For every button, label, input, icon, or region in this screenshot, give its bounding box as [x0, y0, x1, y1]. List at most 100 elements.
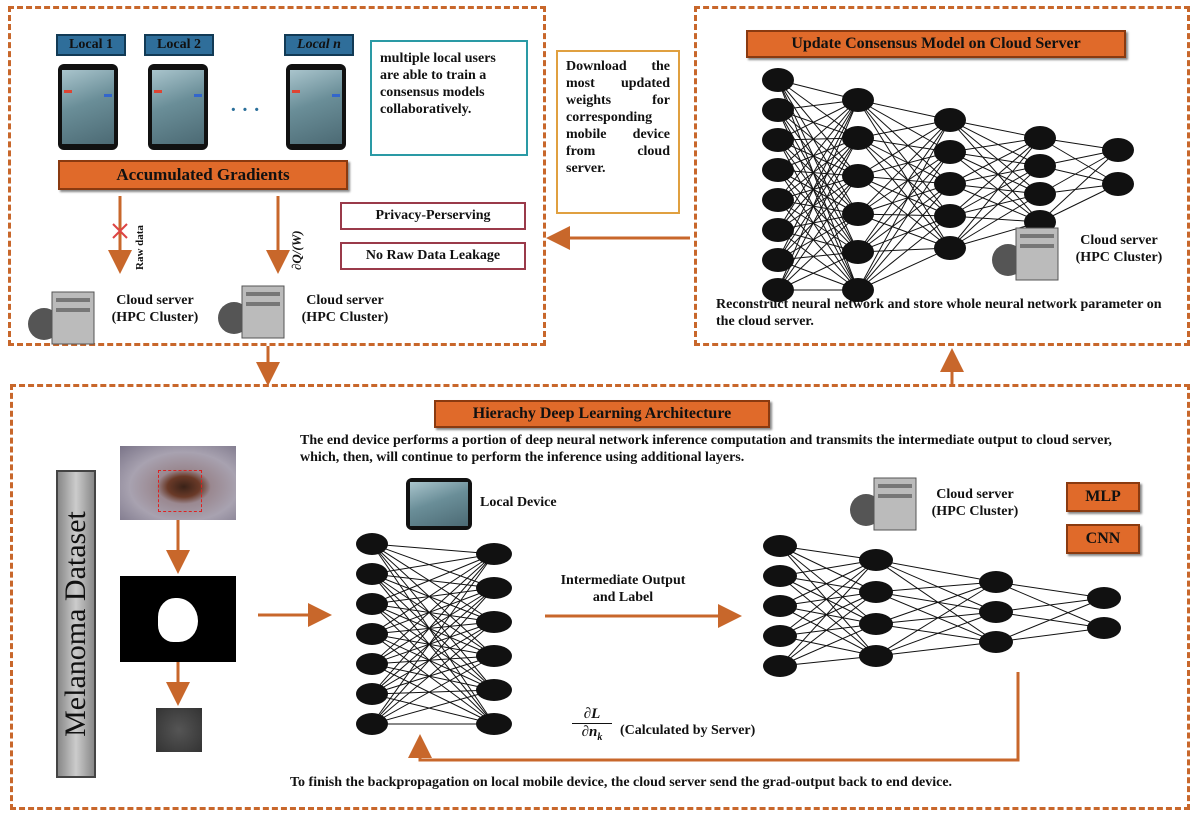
- neuron-node: [762, 218, 794, 242]
- cloud-server-label-2: Cloud server (HPC Cluster): [301, 293, 389, 325]
- gradient-fraction: ∂L ∂nk: [572, 706, 612, 743]
- backprop-arrow: [408, 672, 1020, 762]
- neuron-node: [842, 164, 874, 188]
- ellipsis: · · ·: [230, 99, 261, 121]
- neuron-node: [762, 128, 794, 152]
- neuron-node: [842, 278, 874, 302]
- collaborative-description: multiple local users are able to train a…: [370, 40, 528, 156]
- consensus-network: [762, 68, 1134, 302]
- calculated-by-server-label: (Calculated by Server): [620, 723, 756, 738]
- neuron-node: [476, 577, 512, 599]
- local-device-label: Local Device: [480, 495, 557, 510]
- neuron-node: [356, 593, 388, 615]
- neuron-node: [859, 645, 893, 667]
- neuron-node: [934, 172, 966, 196]
- top-right-panel: [694, 6, 1190, 346]
- neuron-node: [842, 126, 874, 150]
- cloud-server-label-3: Cloud server (HPC Cluster): [1075, 233, 1163, 265]
- neuron-node: [1087, 617, 1121, 639]
- local-device-icon: [406, 478, 472, 530]
- privacy-preserving-box: Privacy-Perserving: [340, 202, 526, 230]
- gradient-numerator: ∂L: [572, 706, 612, 724]
- melanoma-dataset-text: Melanoma Dataset: [59, 511, 92, 737]
- server-network: [763, 535, 1121, 677]
- neuron-node: [979, 631, 1013, 653]
- download-weights-box: Download the most updated weights for co…: [556, 50, 680, 214]
- server-icon: [218, 285, 285, 339]
- neuron-node: [356, 713, 388, 735]
- neuron-node: [762, 68, 794, 92]
- server-icon: [992, 227, 1059, 281]
- local-device-network: [356, 533, 512, 735]
- accumulated-gradients-bar: Accumulated Gradients: [58, 160, 348, 190]
- neuron-node: [762, 98, 794, 122]
- raw-data-label: Raw data: [134, 225, 146, 270]
- local-tag-1: Local 1: [56, 34, 126, 56]
- neuron-node: [356, 563, 388, 585]
- neuron-node: [762, 248, 794, 272]
- neuron-node: [1024, 182, 1056, 206]
- neuron-node: [842, 240, 874, 264]
- neuron-node: [842, 88, 874, 112]
- local-tag-n: Local n: [284, 34, 354, 56]
- segmentation-mask: [120, 576, 236, 662]
- lesion-roi-box: [158, 470, 202, 512]
- neuron-node: [979, 601, 1013, 623]
- cnn-badge: CNN: [1066, 524, 1140, 554]
- neuron-node: [979, 571, 1013, 593]
- hierarchy-description: The end device performs a portion of dee…: [300, 433, 1112, 465]
- update-consensus-title: Update Consensus Model on Cloud Server: [746, 30, 1126, 58]
- neuron-node: [842, 202, 874, 226]
- melanoma-dataset-label: Melanoma Dataset: [56, 470, 96, 778]
- neuron-node: [476, 679, 512, 701]
- hierarchy-title: Hierachy Deep Learning Architecture: [434, 400, 770, 428]
- neuron-node: [356, 533, 388, 555]
- neuron-node: [762, 158, 794, 182]
- backprop-footer: To finish the backpropagation on local m…: [290, 775, 953, 790]
- neuron-node: [476, 543, 512, 565]
- neuron-node: [1087, 587, 1121, 609]
- no-raw-data-leakage-box: No Raw Data Leakage: [340, 242, 526, 270]
- intermediate-output-label: Intermediate Output and Label: [560, 573, 686, 605]
- top-left-panel: [8, 6, 546, 346]
- neuron-node: [1102, 172, 1134, 196]
- neuron-node: [1102, 138, 1134, 162]
- neuron-node: [762, 188, 794, 212]
- neuron-node: [356, 653, 388, 675]
- neuron-node: [476, 645, 512, 667]
- mobile-device-1: [58, 64, 118, 150]
- neuron-node: [859, 549, 893, 571]
- cropped-lesion: [156, 708, 202, 752]
- neuron-node: [934, 236, 966, 260]
- neuron-node: [1024, 126, 1056, 150]
- neuron-node: [934, 140, 966, 164]
- mobile-device-2: [148, 64, 208, 150]
- neuron-node: [762, 278, 794, 302]
- mlp-badge: MLP: [1066, 482, 1140, 512]
- neuron-node: [763, 655, 797, 677]
- server-icon: [850, 477, 917, 531]
- neuron-node: [356, 683, 388, 705]
- lesion-image: [120, 446, 236, 520]
- neuron-node: [859, 613, 893, 635]
- neuron-node: [476, 713, 512, 735]
- neuron-node: [476, 611, 512, 633]
- neuron-node: [934, 108, 966, 132]
- local-tag-2: Local 2: [144, 34, 214, 56]
- neuron-node: [934, 204, 966, 228]
- gradient-label: ∂Q/(W): [289, 230, 304, 270]
- cloud-server-label-4: Cloud server (HPC Cluster): [931, 487, 1019, 519]
- neuron-node: [356, 623, 388, 645]
- gradient-denominator: ∂nk: [581, 724, 603, 743]
- neuron-node: [763, 595, 797, 617]
- neuron-node: [763, 625, 797, 647]
- neuron-node: [859, 581, 893, 603]
- neuron-node: [763, 565, 797, 587]
- neuron-node: [1024, 154, 1056, 178]
- mobile-device-n: [286, 64, 346, 150]
- blocked-x-icon: [112, 223, 128, 239]
- reconstruct-caption: Reconstruct neural network and store who…: [716, 297, 1162, 329]
- bottom-panel: [10, 384, 1190, 810]
- server-icon: [28, 291, 95, 345]
